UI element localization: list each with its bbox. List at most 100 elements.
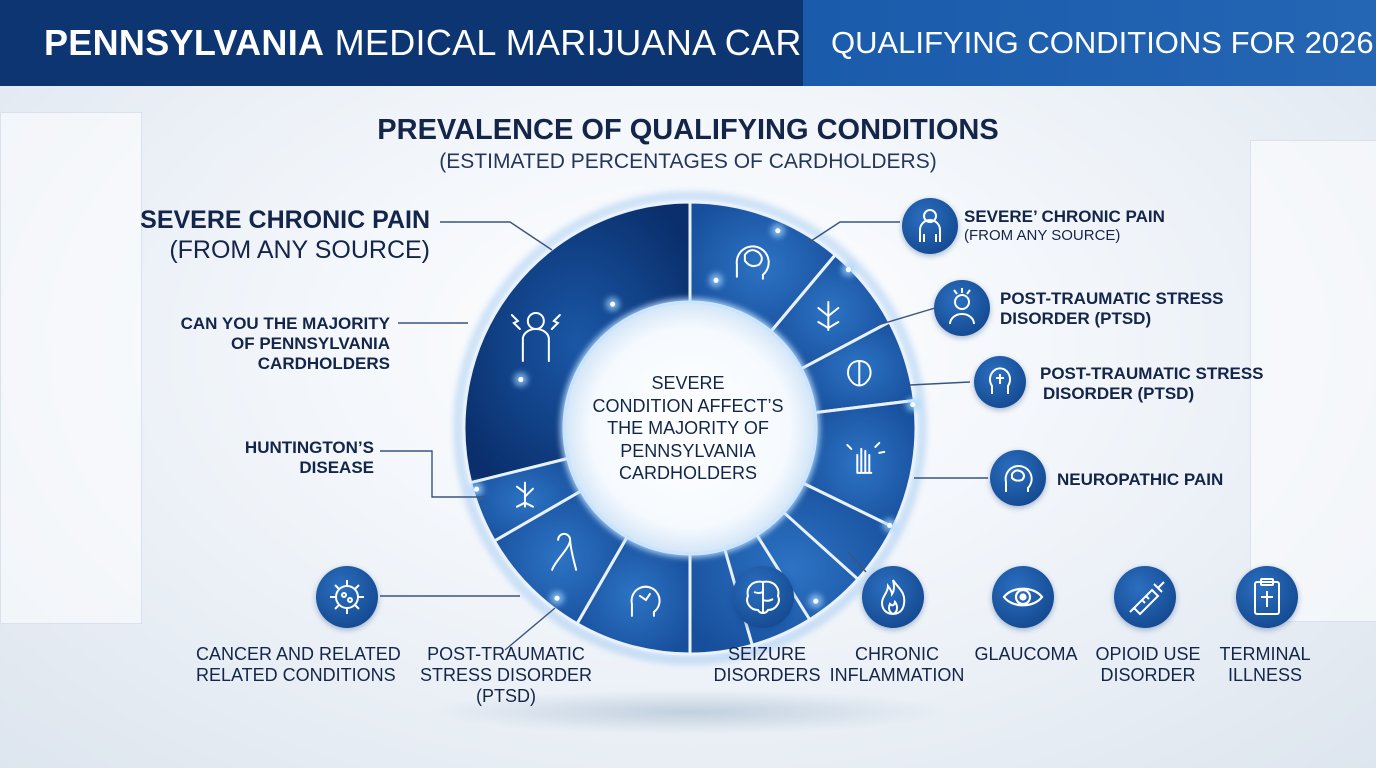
bottom-ptsd-line-1: POST-TRAUMATIC — [427, 644, 585, 664]
banner-subtitle-block: QUALIFYING CONDITIONS FOR 2026 — [803, 0, 1376, 86]
bottom-label-inflammation: CHRONIC INFLAMMATION — [826, 644, 968, 686]
bottom-ptsd-line-2: STRESS DISORDER — [419, 665, 593, 686]
head-brain-icon — [630, 585, 661, 617]
right-ptsd1-line-1: POST-TRAUMATIC STRESS — [1000, 289, 1224, 308]
brain-head-icon — [735, 245, 770, 280]
huntington-line-2: DISEASE — [299, 458, 374, 478]
bottom-label-opioid: OPIOID USE DISORDER — [1090, 644, 1206, 686]
syringe-icon — [1114, 566, 1176, 628]
ring-sparkles — [469, 223, 920, 609]
inflammation-line-1: CHRONIC — [855, 644, 939, 664]
ring-shadow — [430, 690, 950, 734]
connector-right-ptsd2 — [909, 381, 971, 386]
sparkle-dot-2 — [775, 228, 781, 234]
inflammation-line-2: INFLAMMATION — [829, 665, 965, 686]
cancer-line-2: RELATED CONDITIONS — [196, 665, 396, 686]
sparkle-dot-5 — [886, 522, 893, 528]
cancer-line-1: CANCER AND RELATED — [196, 644, 401, 664]
right-ptsd2-line-1: POST-TRAUMATIC STRESS — [1040, 364, 1264, 383]
hand-pain-icon — [846, 441, 886, 474]
left-pain-line-1: SEVERE CHRONIC PAIN — [140, 206, 430, 234]
seizure-line-2: DISORDERS — [713, 665, 821, 686]
left-pain-line-2: (FROM ANY SOURCE) — [169, 235, 430, 264]
neuron-icon — [515, 481, 534, 508]
majority-line-3: CARDHOLDERS — [257, 354, 390, 374]
right-ptsd1-line-2: DISORDER (PTSD) — [1000, 309, 1152, 329]
sparkle-dot-7 — [554, 595, 560, 601]
bottom-label-terminal: TERMINAL ILLNESS — [1212, 644, 1318, 686]
left-label-majority: CAN YOU THE MAJORITY OF PENNSYLVANIA CAR… — [181, 314, 390, 374]
opioid-line-1: OPIOID USE — [1095, 644, 1201, 664]
banner-title: PENNSYLVANIA MEDICAL MARIJUANA CARD — [44, 22, 828, 64]
sparkle-dot-3 — [845, 267, 851, 273]
majority-line-2: OF PENNSYLVANIA — [231, 334, 390, 354]
terminal-line-2: ILLNESS — [1227, 665, 1303, 686]
banner-subtitle: QUALIFYING CONDITIONS FOR 2026 — [831, 25, 1374, 60]
ring-center-label: SEVERE CONDITION AFFECT’S THE MAJORITY O… — [590, 372, 786, 485]
clipboard-cross-icon — [1236, 566, 1298, 628]
ring-segments — [462, 200, 918, 656]
diagram-subtitle: (ESTIMATED PERCENTAGES OF CARDHOLDERS) — [439, 150, 937, 173]
sparkle-dot-8 — [473, 486, 480, 492]
ribbon-icon — [551, 532, 578, 571]
connector-left-pain — [440, 221, 553, 251]
connector-left-huntington — [380, 450, 485, 498]
banner-title-block: PENNSYLVANIA MEDICAL MARIJUANA CARD — [0, 0, 828, 86]
ring-center-disc — [566, 304, 814, 552]
left-label-chronic-pain: SEVERE CHRONIC PAIN (FROM ANY SOURCE) — [140, 206, 430, 265]
sparkle-dot-10 — [713, 277, 719, 283]
right-pain-line-2: (FROM ANY SOURCE) — [964, 227, 1121, 245]
right-label-chronic-pain: SEVERE’ CHRONIC PAIN (FROM ANY SOURCE) — [964, 207, 1165, 245]
stressed-person-icon — [934, 280, 990, 336]
head-icon — [974, 356, 1026, 408]
center-line-1: SEVERE — [651, 373, 725, 393]
right-label-neuropathic-pain: NEUROPATHIC PAIN — [1057, 470, 1224, 489]
huntington-line-1: HUNTINGTON’S — [244, 438, 374, 457]
majority-line-1: CAN YOU THE MAJORITY — [180, 314, 390, 333]
center-line-4: PENNSYLVANIA — [620, 440, 756, 461]
right-ptsd2-line-2: DISORDER (PTSD) — [1043, 384, 1195, 404]
bottom-ptsd-line-3: (PTSD) — [476, 686, 536, 707]
flame-icon — [862, 566, 924, 628]
person-icon — [902, 198, 958, 254]
sparkle-dot-4 — [910, 401, 916, 408]
eye-icon — [992, 566, 1054, 628]
sparkle-dot-1 — [610, 301, 616, 307]
virus-icon — [316, 566, 378, 628]
terminal-line-1: TERMINAL — [1219, 644, 1311, 664]
sparkle-dot-6 — [813, 598, 819, 604]
connector-bottom-inflammation — [847, 551, 867, 573]
seizure-line-1: SEIZURE — [727, 644, 806, 664]
diagram-title: PREVALENCE OF QUALIFYING CONDITIONS — [377, 114, 999, 146]
connector-right-pain — [807, 221, 900, 244]
center-line-2: CONDITION AFFECT’S — [592, 395, 784, 416]
segment-divider-1 — [782, 511, 859, 581]
connector-right-ptsd1 — [877, 307, 936, 326]
brain-head-icon — [990, 450, 1046, 506]
background-panel-left — [0, 112, 142, 624]
brain-icon — [847, 359, 872, 387]
center-line-3: THE MAJORITY OF — [607, 418, 769, 438]
sparkle-dot-9 — [518, 376, 524, 383]
header-banner: PENNSYLVANIA MEDICAL MARIJUANA CARD QUAL… — [0, 0, 1376, 86]
connector-left-ptsd — [504, 607, 556, 651]
ring-outer-glow — [453, 191, 927, 665]
person-pain-icon — [510, 312, 561, 362]
bottom-label-seizure: SEIZURE DISORDERS — [712, 644, 822, 686]
bottom-label-glaucoma: GLAUCOMA — [974, 644, 1078, 664]
right-label-ptsd-2: POST-TRAUMATIC STRESS DISORDER (PTSD) — [1040, 364, 1264, 404]
bottom-label-cancer: CANCER AND RELATED RELATED CONDITIONS — [196, 644, 401, 686]
right-pain-line-1: SEVERE’ CHRONIC PAIN — [964, 207, 1165, 226]
right-label-ptsd-1: POST-TRAUMATIC STRESS DISORDER (PTSD) — [1000, 289, 1224, 329]
brain-icon — [732, 566, 794, 628]
bottom-label-ptsd: POST-TRAUMATIC STRESS DISORDER (PTSD) — [418, 644, 594, 708]
background-panel-right — [1250, 140, 1376, 622]
left-label-huntington: HUNTINGTON’S DISEASE — [245, 438, 374, 478]
banner-title-rest: MEDICAL MARIJUANA CARD — [324, 22, 828, 63]
opioid-line-2: DISORDER — [1100, 665, 1196, 686]
center-line-5: CARDHOLDERS — [618, 463, 758, 483]
nerve-icon — [817, 300, 840, 331]
connector-lines — [380, 221, 988, 651]
banner-title-bold: PENNSYLVANIA — [44, 22, 325, 63]
